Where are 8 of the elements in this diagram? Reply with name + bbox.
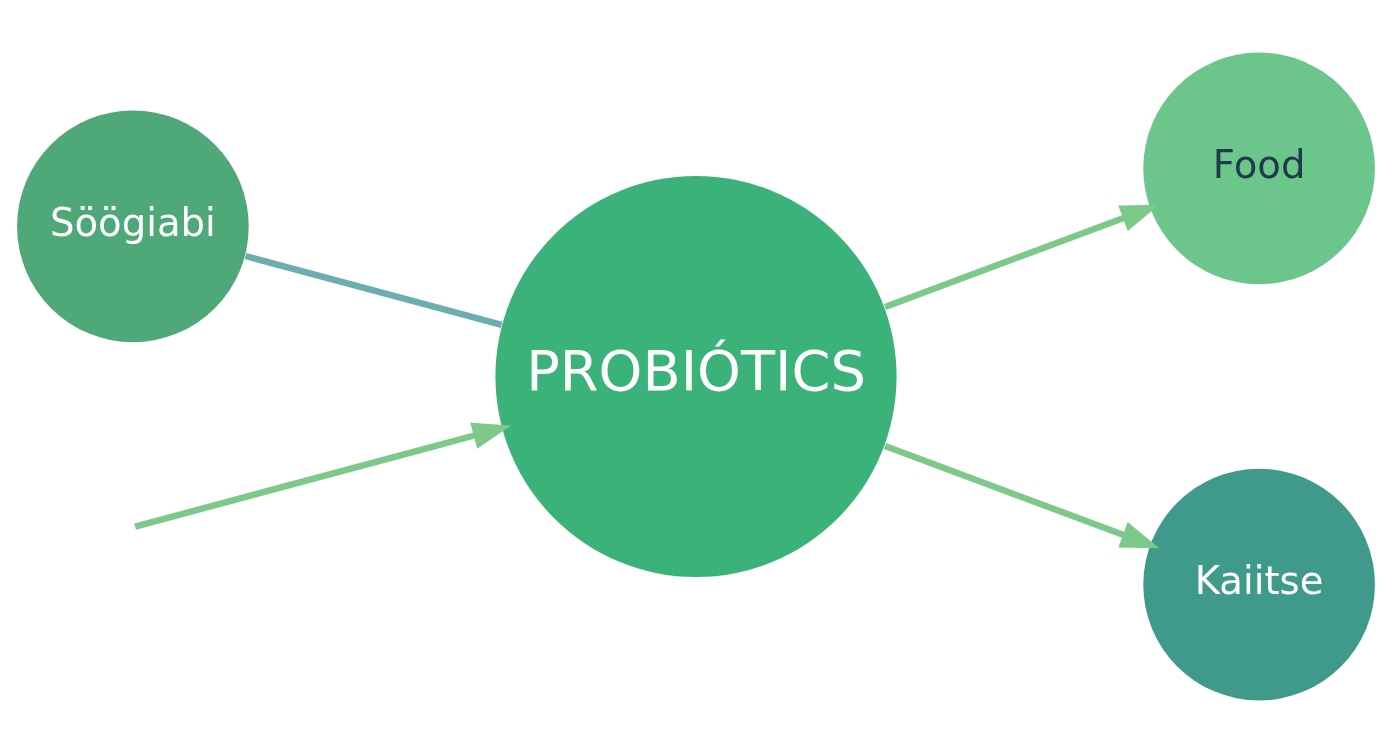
node-circle: Söögiabi xyxy=(17,110,249,342)
arrow xyxy=(883,204,1160,310)
arrow xyxy=(134,422,512,530)
node-circle: Food xyxy=(1143,52,1375,284)
connector xyxy=(244,252,503,328)
node-circle: PROBIÓTICS xyxy=(495,175,897,577)
arrow xyxy=(883,442,1160,548)
node-circle: Kaiitse xyxy=(1143,468,1375,700)
